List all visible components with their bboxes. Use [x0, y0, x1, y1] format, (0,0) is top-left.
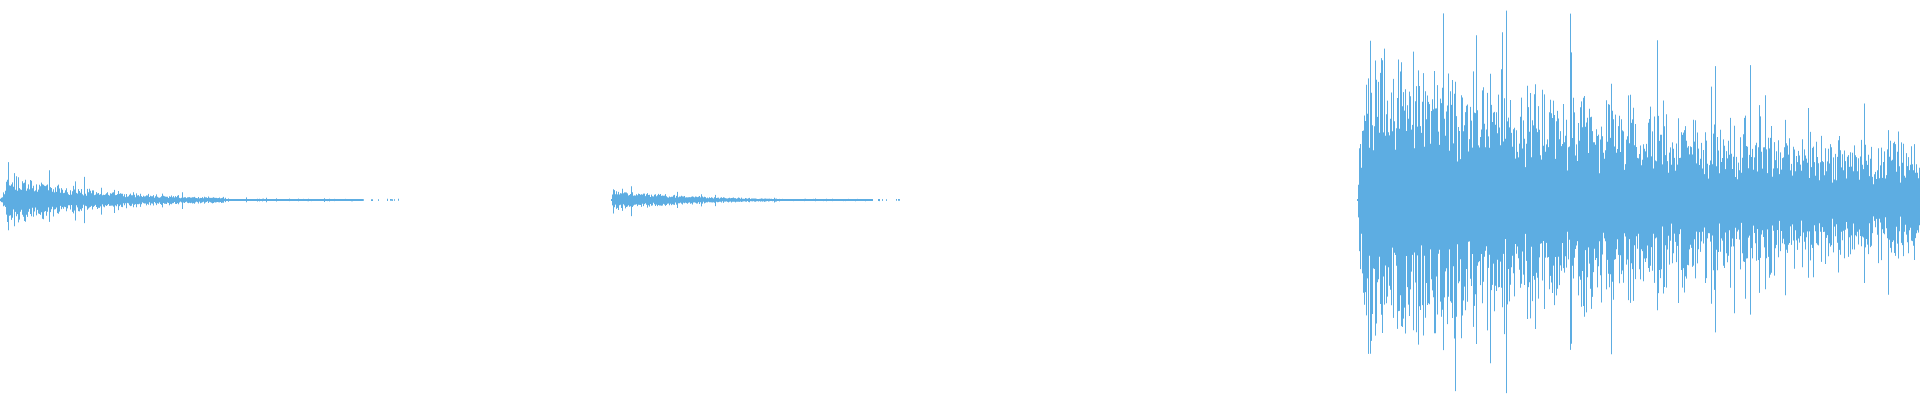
waveform-burst-3	[1357, 10, 1920, 394]
waveform-lines	[0, 10, 1920, 394]
waveform-burst-1	[0, 162, 399, 231]
waveform-burst-2	[611, 186, 900, 217]
